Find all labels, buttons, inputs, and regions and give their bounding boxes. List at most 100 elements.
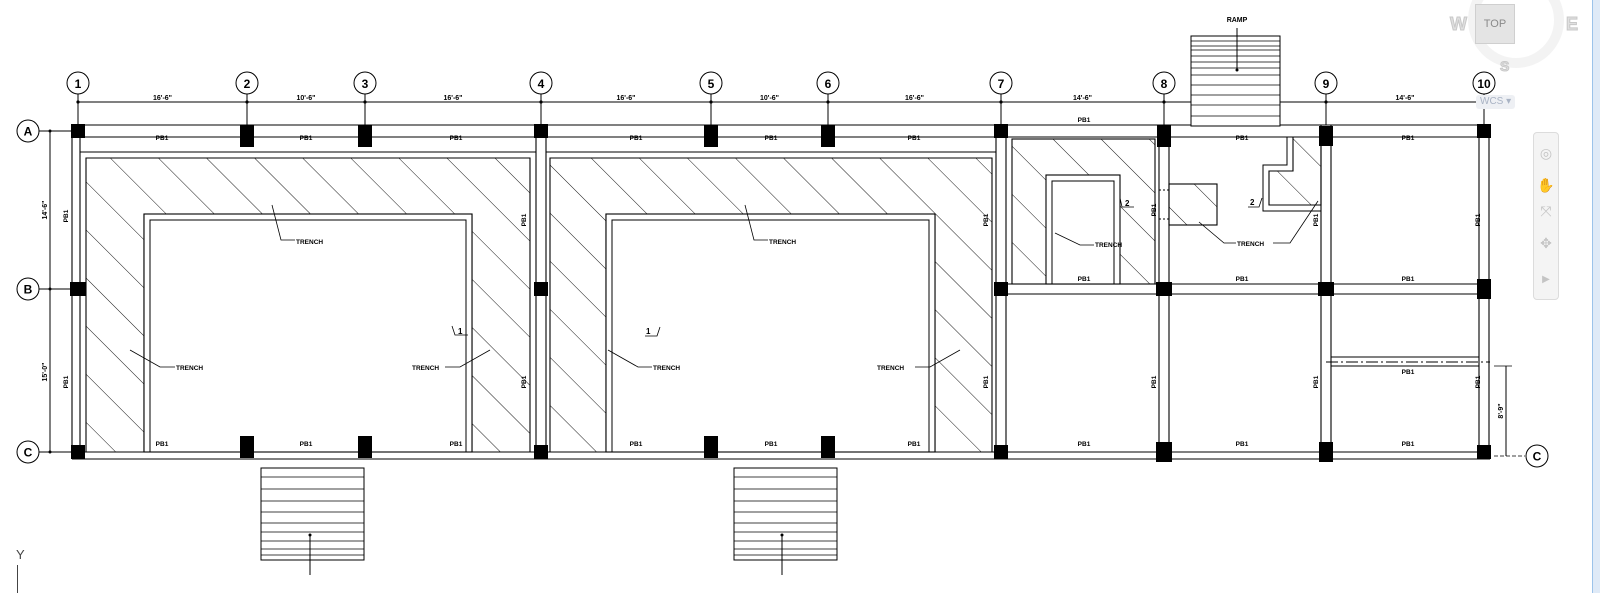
svg-text:PB1: PB1 [63,209,70,222]
svg-text:3: 3 [362,77,369,91]
grid-bubble-5: 5 [699,71,723,125]
section-marks: 1 1 2 2 [451,197,1263,337]
svg-text:PB1: PB1 [983,375,990,388]
svg-text:A: A [24,125,33,139]
grid-bubble-2: 2 [235,71,259,125]
svg-text:B: B [24,283,33,297]
grid-bubble-B: B [16,277,72,301]
svg-text:TRENCH: TRENCH [412,365,439,372]
trench-bay-4-7 [549,157,993,453]
svg-text:PB1: PB1 [1402,441,1415,448]
svg-text:PB1: PB1 [1078,117,1091,124]
zoom-icon[interactable]: ⤧ [1540,202,1552,219]
svg-text:PB1: PB1 [1236,135,1249,142]
viewcube[interactable]: W TOP E S [1440,0,1590,110]
dim-label: 14'-6" [1073,95,1092,102]
dim-right-partial: 8'-9" [1498,403,1505,418]
svg-text:PB1: PB1 [450,441,463,448]
svg-text:TRENCH: TRENCH [1237,241,1264,248]
grid-bubble-6: 6 [816,71,840,125]
svg-text:PB1: PB1 [1402,276,1415,283]
structural-columns [70,124,1491,462]
svg-text:PB1: PB1 [630,441,643,448]
grid-bubble-7: 7 [989,71,1013,125]
svg-text:C: C [1533,450,1542,464]
svg-text:PB1: PB1 [630,135,643,142]
svg-text:8: 8 [1161,77,1168,91]
svg-text:PB1: PB1 [1475,375,1482,388]
steering-wheel-icon[interactable]: ◎ [1539,144,1553,161]
svg-text:TRENCH: TRENCH [176,365,203,372]
viewcube-top-face[interactable]: TOP [1475,4,1515,44]
svg-text:PB1: PB1 [521,213,528,226]
ucs-icon: Y [14,547,34,593]
viewcube-south[interactable]: S [1499,58,1510,75]
grid-column-bubbles: 1 2 3 4 5 6 7 8 9 10 [66,71,1496,125]
section-mark-1a: 1 [458,327,463,336]
svg-text:1: 1 [75,77,82,91]
svg-text:PB1: PB1 [908,441,921,448]
svg-text:PB1: PB1 [765,135,778,142]
grid-bubble-4: 4 [529,71,553,125]
svg-text:PB1: PB1 [1236,441,1249,448]
ramp-label: RAMP [1227,17,1248,24]
pan-icon[interactable]: ✋ [1537,176,1555,193]
svg-text:PB1: PB1 [300,441,313,448]
left-dimension-line: 14'-6" 15'-0" [42,129,52,454]
dim-label: 16'-6" [153,95,172,102]
svg-text:PB1: PB1 [1402,135,1415,142]
trench-bay-8-9 [1159,136,1322,226]
right-dimension-line: 8'-9" [1494,365,1525,457]
section-mark-2a: 2 [1125,199,1130,208]
svg-text:PB1: PB1 [63,375,70,388]
grid-bubble-C: C [16,440,72,464]
dim-label: 10'-6" [297,95,316,102]
steps-bottom-2 [733,467,838,575]
viewcube-west[interactable]: W [1450,14,1468,35]
chevron-down-icon: ▾ [1506,96,1512,107]
grid-bubble-9: 9 [1314,71,1338,125]
ucs-y-axis [17,565,18,593]
svg-text:TRENCH: TRENCH [296,239,323,246]
orbit-icon[interactable]: ✥ [1540,234,1552,251]
svg-text:PB1: PB1 [1475,213,1482,226]
wcs-label: WCS [1480,96,1504,107]
grid-bubble-3: 3 [353,71,377,125]
trench-callouts [129,200,1319,368]
wcs-menu[interactable]: WCS ▾ [1476,95,1516,109]
viewcube-east[interactable]: E [1565,14,1579,35]
svg-text:PB1: PB1 [1151,375,1158,388]
grid-bubble-1: 1 [66,71,90,125]
grid-bubble-A: A [16,119,72,143]
svg-text:PB1: PB1 [983,213,990,226]
showmotion-icon[interactable]: ▶ [1542,273,1550,285]
svg-text:PB1: PB1 [1402,369,1415,376]
svg-text:C: C [24,446,33,460]
svg-text:6: 6 [825,77,832,91]
grid-row-bubbles: A B C C [16,119,1549,468]
grid-bubble-10: 10 [1472,71,1496,125]
section-mark-2b: 2 [1250,198,1255,207]
svg-text:TRENCH: TRENCH [1095,242,1122,249]
svg-text:PB1: PB1 [521,375,528,388]
svg-text:TRENCH: TRENCH [653,365,680,372]
svg-text:PB1: PB1 [1313,213,1320,226]
svg-text:7: 7 [998,77,1005,91]
svg-text:5: 5 [708,77,715,91]
svg-text:PB1: PB1 [1151,203,1158,216]
ramp-top: RAMP [1190,17,1281,127]
dim-a-b: 14'-6" [42,201,49,220]
svg-text:PB1: PB1 [1236,276,1249,283]
trench-bay-7-8 [1011,138,1156,285]
dim-label: 16'-6" [444,95,463,102]
navigation-bar[interactable]: ◎ ✋ ⤧ ✥ ▶ [1533,132,1559,300]
dim-label: 16'-6" [905,95,924,102]
svg-text:PB1: PB1 [300,135,313,142]
dim-label: 10'-6" [760,95,779,102]
ucs-y-label: Y [16,547,25,562]
viewcube-compass-ring[interactable] [1468,0,1564,68]
